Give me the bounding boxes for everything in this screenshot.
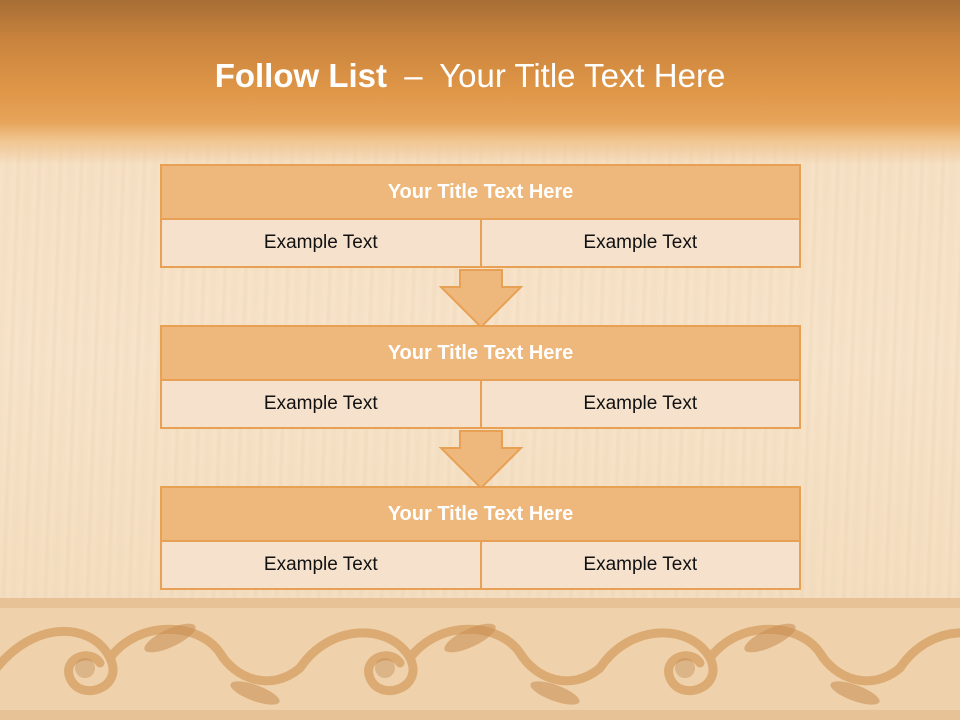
flow-block-1: Your Title Text Here Example Text Exampl…	[160, 164, 801, 268]
flow-block-cell-right: Example Text	[479, 220, 800, 266]
down-arrow-icon	[438, 269, 524, 329]
flow-block-row: Example Text Example Text	[160, 218, 801, 268]
flow-block-cell-left: Example Text	[263, 554, 378, 575]
slide-title-rest: Your Title Text Here	[439, 57, 726, 94]
flow-block-cell-left: Example Text	[263, 232, 378, 253]
flow-block-title: Your Title Text Here	[160, 486, 801, 542]
slide-title: Follow List – Your Title Text Here	[0, 56, 940, 96]
carved-ornament-border	[0, 598, 960, 720]
flow-block-cell-right: Example Text	[479, 381, 800, 427]
flow-block-row: Example Text Example Text	[160, 379, 801, 429]
flow-block-3: Your Title Text Here Example Text Exampl…	[160, 486, 801, 590]
down-arrow-icon	[438, 430, 524, 490]
flow-block-cell-left: Example Text	[263, 393, 378, 414]
flow-block-cell-right: Example Text	[479, 542, 800, 588]
flow-block-title: Your Title Text Here	[160, 164, 801, 220]
flow-block-title: Your Title Text Here	[160, 325, 801, 381]
slide-title-separator: –	[404, 57, 423, 94]
slide-title-bold: Follow List	[214, 57, 388, 94]
title-band	[0, 0, 960, 165]
flow-block-row: Example Text Example Text	[160, 540, 801, 590]
flow-block-2: Your Title Text Here Example Text Exampl…	[160, 325, 801, 429]
